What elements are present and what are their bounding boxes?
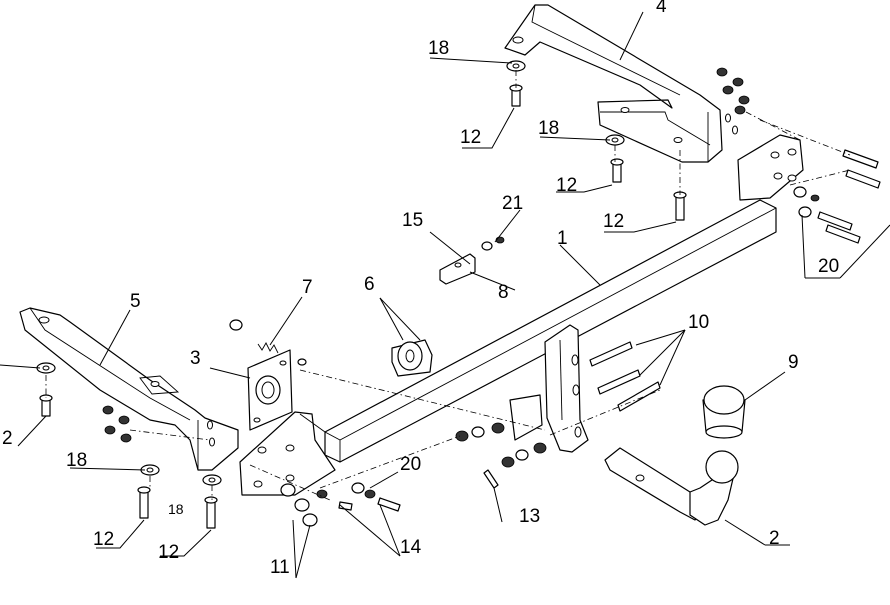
spring-7 bbox=[229, 319, 307, 366]
bolt-12-f bbox=[204, 496, 218, 529]
callout-15: 15 bbox=[402, 210, 423, 231]
bracket-4 bbox=[504, 4, 738, 163]
bolt-12-e bbox=[137, 486, 151, 519]
callout-18-b: 18 bbox=[538, 118, 559, 139]
callout-5: 5 bbox=[130, 291, 141, 312]
bracket-15 bbox=[439, 236, 505, 285]
callout-18-d: 18 bbox=[168, 501, 184, 517]
callout-10: 10 bbox=[688, 312, 709, 333]
callout-9: 9 bbox=[788, 352, 799, 373]
callout-12-b: 12 bbox=[556, 175, 577, 196]
callout-8: 8 bbox=[498, 282, 509, 303]
callout-7: 7 bbox=[302, 277, 313, 298]
callout-12-a: 12 bbox=[460, 127, 481, 148]
callout-20-b: 20 bbox=[818, 256, 839, 277]
callout-12-e: 12 bbox=[158, 542, 179, 563]
callout-21: 21 bbox=[502, 193, 523, 214]
callout-14: 14 bbox=[400, 537, 422, 558]
bolt-12-b bbox=[610, 158, 624, 183]
callout-18-c: 18 bbox=[66, 450, 87, 471]
callout-12-c: 12 bbox=[603, 211, 624, 232]
tow-hook-2 bbox=[604, 447, 739, 526]
callout-labels: 1 2 2 3 4 5 6 7 8 9 10 11 12 12 12 12 12… bbox=[2, 0, 839, 578]
callout-6: 6 bbox=[364, 274, 375, 295]
callout-3: 3 bbox=[190, 348, 201, 369]
leader-lines bbox=[0, 11, 890, 579]
callout-12-d: 12 bbox=[93, 529, 114, 550]
callout-4: 4 bbox=[656, 0, 667, 17]
bolt-12-a bbox=[509, 84, 523, 107]
socket-plate-3 bbox=[247, 349, 293, 431]
bolt-12-d bbox=[39, 394, 53, 417]
ball-cover-9 bbox=[702, 385, 746, 439]
alignment-lines bbox=[45, 70, 851, 501]
callout-18-a: 18 bbox=[428, 38, 449, 59]
callout-13: 13 bbox=[519, 506, 540, 527]
callout-2-left: 2 bbox=[2, 428, 13, 449]
bolt-12-c bbox=[673, 191, 687, 221]
callout-2: 2 bbox=[769, 528, 780, 549]
hardware bbox=[36, 60, 881, 529]
callout-20-a: 20 bbox=[400, 454, 421, 475]
callout-11: 11 bbox=[270, 557, 290, 578]
bracket-5 bbox=[19, 307, 239, 471]
crossbar-1 bbox=[239, 134, 804, 496]
callout-1: 1 bbox=[557, 228, 568, 249]
bumper-6 bbox=[391, 339, 433, 377]
